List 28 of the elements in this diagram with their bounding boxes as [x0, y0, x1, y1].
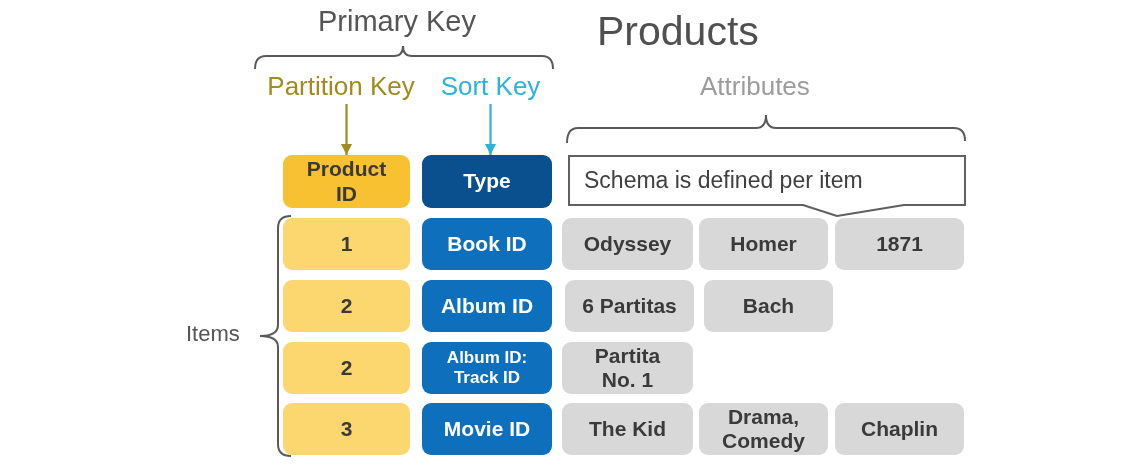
attribute-cell: Bach [704, 280, 833, 332]
brace-label: Items [186, 322, 240, 347]
attribute-cell: Homer [699, 218, 828, 270]
brace-label: Primary Key [318, 6, 476, 38]
attribute-cell: 1871 [835, 218, 964, 270]
callout-box: Schema is defined per item [568, 155, 966, 217]
attribute-cell: Drama, Comedy [699, 403, 828, 455]
column-header: Type [422, 155, 552, 208]
brace-label: Attributes [700, 72, 810, 101]
type-cell: Album ID: Track ID [422, 342, 552, 394]
attribute-cell: 6 Partitas [565, 280, 694, 332]
key-label: Partition Key [256, 70, 426, 104]
id-cell: 2 [283, 280, 410, 332]
attribute-cell: The Kid [562, 403, 693, 455]
id-cell: 1 [283, 218, 410, 270]
arrow [341, 104, 352, 155]
attribute-cell: Partita No. 1 [562, 342, 693, 394]
id-cell: 3 [283, 403, 410, 455]
attribute-cell: Odyssey [562, 218, 693, 270]
type-cell: Album ID [422, 280, 552, 332]
id-cell: 2 [283, 342, 410, 394]
key-label: Sort Key [433, 70, 548, 104]
title: Products [597, 9, 759, 55]
type-cell: Book ID [422, 218, 552, 270]
attribute-cell: Chaplin [835, 403, 964, 455]
column-header: Product ID [283, 155, 410, 208]
arrow [485, 104, 496, 155]
type-cell: Movie ID [422, 403, 552, 455]
